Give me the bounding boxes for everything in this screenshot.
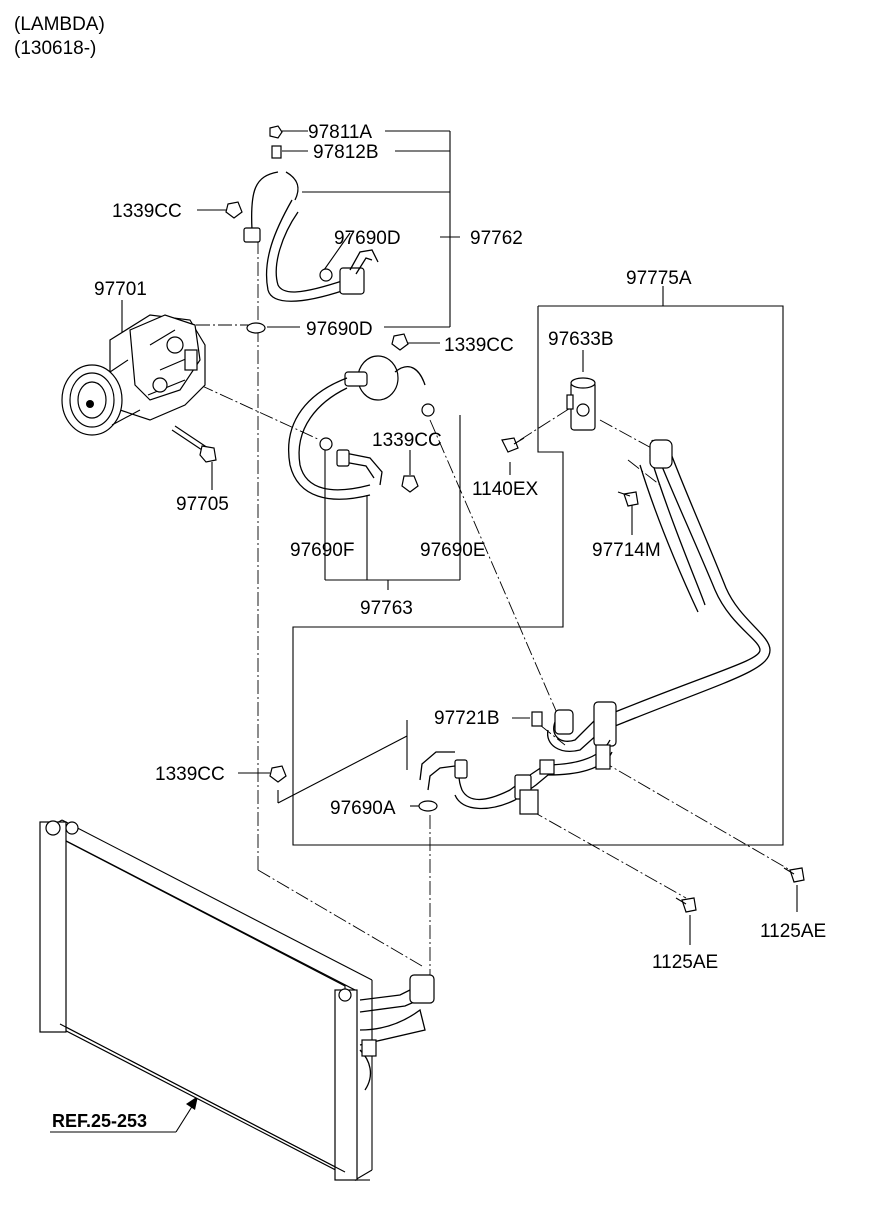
date-range-label: (130618-) — [14, 38, 96, 59]
part-label-97762: 97762 — [470, 228, 523, 249]
part-label-97721B: 97721B — [434, 708, 500, 729]
part-label-97812B: 97812B — [313, 142, 379, 163]
part-label-97690F: 97690F — [290, 540, 354, 561]
part-label-1339CC: 1339CC — [112, 201, 182, 222]
part-label-97775A: 97775A — [626, 268, 692, 289]
part-label-97690E: 97690E — [420, 540, 486, 561]
part-label-97705: 97705 — [176, 494, 229, 515]
liquid-tube-assembly — [269, 439, 771, 815]
part-label-1125AE: 1125AE — [760, 921, 826, 942]
reference-label: REF.25-253 — [52, 1111, 147, 1131]
expansion-valve — [566, 377, 596, 431]
condenser — [39, 819, 435, 1181]
part-label-1125AE: 1125AE — [652, 952, 718, 973]
discharge-hose — [225, 125, 379, 334]
part-label-97811A: 97811A — [308, 122, 372, 143]
model-label: (LAMBDA) — [14, 14, 105, 35]
part-label-97690D: 97690D — [334, 228, 401, 249]
part-label-97690A: 97690A — [330, 798, 396, 819]
suction-hose — [288, 333, 435, 500]
part-label-1339CC: 1339CC — [372, 430, 442, 451]
bolt-1140EX — [501, 437, 525, 453]
compressor — [61, 314, 206, 436]
part-label-97633B: 97633B — [548, 329, 614, 350]
bolts-1125AE — [675, 867, 805, 913]
bolt-97705 — [171, 425, 217, 463]
part-label-1339CC: 1339CC — [155, 764, 225, 785]
callout-lines — [50, 130, 798, 1133]
part-label-97714M: 97714M — [592, 540, 661, 561]
part-label-97763: 97763 — [360, 598, 413, 619]
bolt-97714M — [617, 491, 639, 507]
part-label-1339CC: 1339CC — [444, 335, 514, 356]
part-label-1140EX: 1140EX — [472, 479, 539, 500]
part-label-97690D: 97690D — [306, 319, 373, 340]
part-labels: 97811A 97812B 1339CC 97690D 97762 97701 … — [52, 122, 826, 1131]
part-label-97701: 97701 — [94, 279, 147, 300]
center-lines — [196, 240, 791, 980]
